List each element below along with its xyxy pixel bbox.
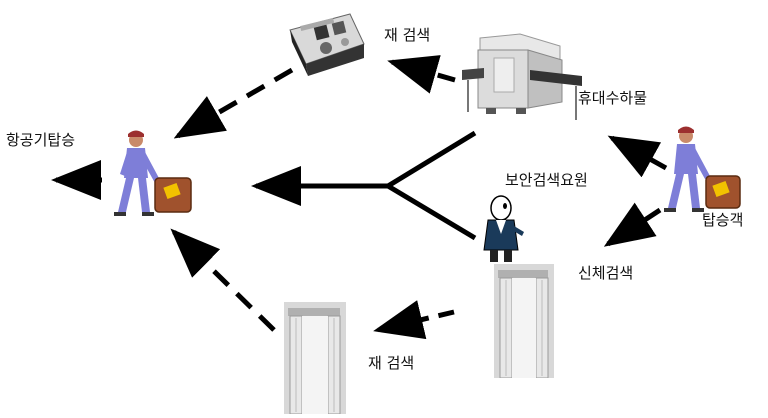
xray-scanner-icon (462, 33, 582, 120)
arrow-bodysearch-to-rescreen (373, 300, 455, 340)
arrow-xray-to-console (387, 55, 456, 94)
passenger-with-suitcase-icon (664, 126, 741, 212)
boarding-passenger-with-suitcase-icon (114, 130, 192, 216)
walkthrough-metal-detector-icon (284, 302, 346, 414)
fork-upper-line (386, 130, 477, 189)
security-officer-icon (483, 195, 524, 262)
rescreen-bottom-label: 재 검색 (368, 354, 415, 372)
arrow-console-to-boarding (173, 67, 294, 139)
control-console-icon (289, 13, 365, 76)
arrow-passenger-to-xray (607, 135, 668, 178)
walkthrough-metal-detector-icon (494, 264, 554, 378)
arrow-gate-to-boarding (170, 228, 276, 332)
security-staff-label: 보안검색요원 (505, 171, 588, 189)
body-search-label: 신체검색 (578, 264, 634, 282)
arrow-passenger-to-bodysearch (603, 202, 662, 247)
fork-lower-line (386, 183, 477, 241)
carry-on-baggage-label: 휴대수하물 (578, 89, 648, 107)
aircraft-boarding-label: 항공기탑승 (6, 131, 76, 149)
rescreen-top-label: 재 검색 (384, 26, 431, 44)
passenger-label: 탑승객 (702, 211, 744, 229)
